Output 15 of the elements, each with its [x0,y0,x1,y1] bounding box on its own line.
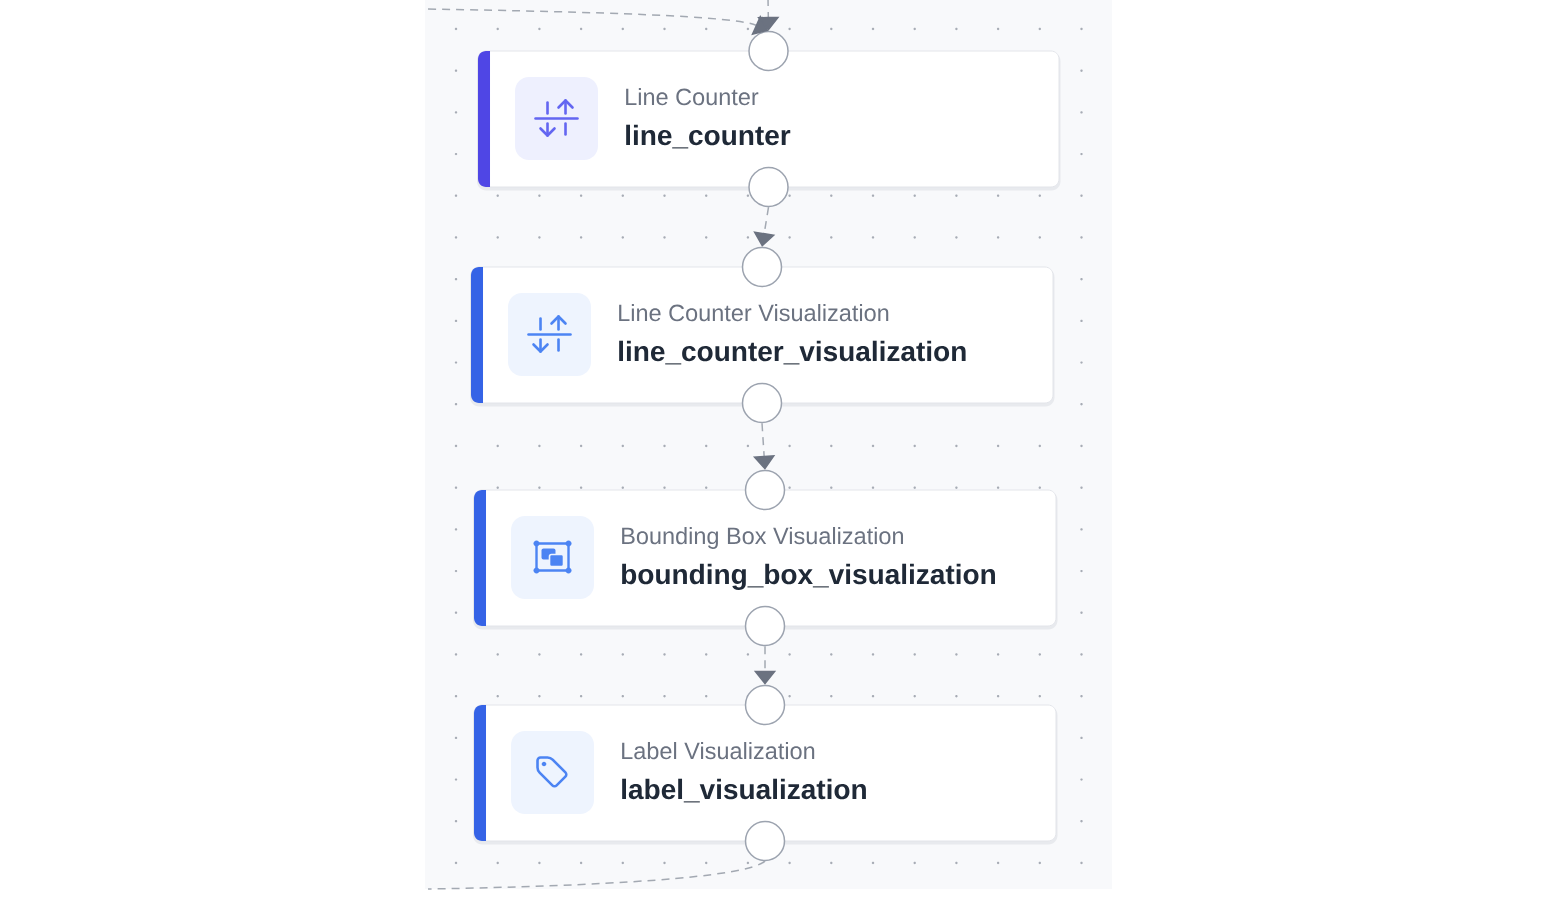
card-id: line_counter [626,124,791,149]
card-id: line_counter_visualization [619,340,966,365]
card-title: Line Counter [626,88,759,106]
card-title: Label Visualization [622,742,815,760]
arrow [753,206,776,247]
node-card [477,50,1061,191]
card-title: Line Counter Visualization [619,304,889,322]
card-id: bounding_box_visualization [622,563,995,590]
card-id: label_visualization [622,778,866,803]
node-card [470,266,1055,407]
node-card [473,704,1058,845]
card-title: Bounding Box Visualization [622,527,903,549]
arrow [757,0,780,31]
node-card [473,489,1058,630]
connector-line [427,860,766,890]
